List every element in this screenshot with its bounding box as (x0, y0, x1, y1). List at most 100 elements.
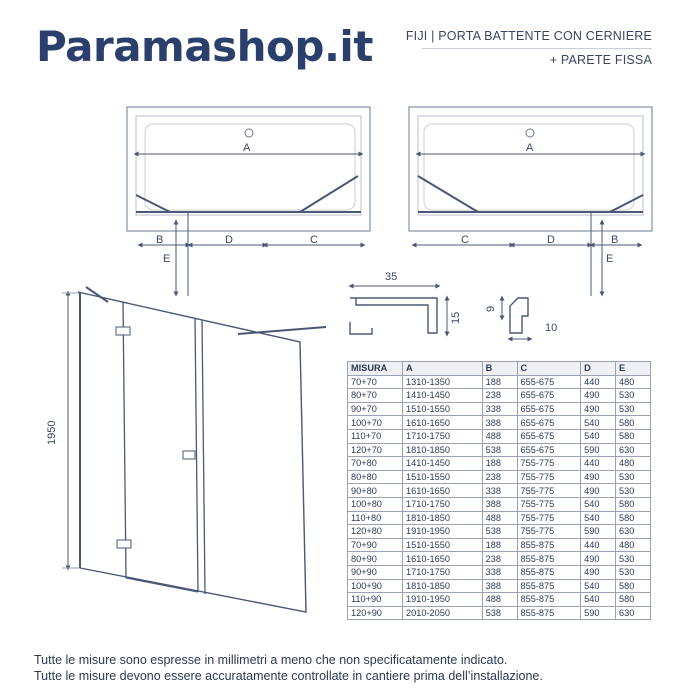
table-cell: 1510-1550 (402, 537, 483, 553)
product-title-line1: FIJI | PORTA BATTENTE CON CERNIERE (405, 29, 652, 43)
table-cell: 1910-1950 (402, 592, 483, 607)
table-cell: 1410-1450 (402, 456, 483, 471)
plan-left-label-b: B (156, 234, 163, 246)
table-cell: 80+70 (347, 388, 403, 403)
elevation-door-hinge-edge (122, 301, 127, 579)
table-cell: 120+80 (347, 524, 403, 539)
table-cell: 755-775 (516, 510, 582, 526)
table-cell: 580 (615, 510, 651, 526)
table-cell: 590 (580, 605, 617, 621)
table-cell: 655-675 (516, 415, 582, 430)
table-cell: 120+90 (347, 605, 403, 621)
table-header-row: MISURA A B C D E (347, 361, 651, 376)
table-cell: 1510-1550 (402, 469, 483, 485)
table-header-e: E (615, 361, 651, 376)
elevation-top-hinge-icon (115, 326, 131, 336)
table-cell: 630 (615, 442, 651, 458)
profile-large-height-label: 15 (450, 312, 462, 324)
table-cell: 1910-1950 (402, 524, 483, 539)
plan-right-label-b: B (611, 234, 618, 246)
plan-left-outer-wall (126, 106, 371, 232)
table-cell: 188 (481, 374, 518, 390)
plan-right-drain-icon (525, 128, 535, 138)
table-cell: 540 (580, 510, 617, 526)
plan-left-fixed-arm (299, 175, 359, 213)
plan-left-drain-area (144, 123, 356, 211)
footnote-line2: Tutte le misure devono essere accuratame… (34, 669, 543, 683)
footnote: Tutte le misure sono espresse in millime… (34, 652, 543, 684)
table-cell: 490 (580, 483, 617, 498)
plan-right-fixed-arm (417, 175, 479, 213)
table-cell: 238 (481, 551, 518, 566)
table-cell: 1610-1650 (402, 483, 483, 498)
plan-right-label-e: E (606, 253, 613, 265)
table-cell: 480 (615, 374, 651, 390)
product-title: FIJI | PORTA BATTENTE CON CERNIERE + PAR… (406, 26, 652, 71)
table-cell: 388 (481, 496, 518, 512)
table-header-misura: MISURA (347, 361, 403, 376)
table-cell: 1810-1850 (402, 578, 483, 594)
table-cell: 580 (615, 592, 651, 607)
table-cell: 540 (580, 496, 617, 512)
table-cell: 855-875 (516, 537, 582, 553)
elevation-door-handle-icon (182, 450, 196, 460)
table-cell: 388 (481, 415, 518, 430)
table-cell: 655-675 (516, 401, 582, 417)
plan-left-label-d: D (225, 234, 233, 246)
plan-right-label-c: C (461, 234, 469, 246)
table-cell: 755-775 (516, 469, 582, 485)
table-cell: 90+90 (347, 564, 403, 580)
table-cell: 530 (615, 388, 651, 403)
elevation-door-closing-edge (194, 317, 199, 593)
table-cell: 110+70 (347, 428, 403, 444)
product-title-line2: + PARETE FISSA (549, 53, 652, 67)
table-cell: 530 (615, 401, 651, 417)
table-cell: 100+80 (347, 496, 403, 512)
table-cell: 1710-1750 (402, 564, 483, 580)
table-cell: 80+90 (347, 551, 403, 566)
profile-small-shape (509, 297, 529, 334)
footnote-line1: Tutte le misure sono espresse in millime… (34, 653, 508, 667)
table-cell: 70+70 (347, 374, 403, 390)
table-cell: 120+70 (347, 442, 403, 458)
table-cell: 440 (580, 374, 617, 390)
table-cell: 1710-1750 (402, 496, 483, 512)
title-divider (422, 48, 652, 49)
table-cell: 855-875 (516, 564, 582, 580)
table-cell: 490 (580, 469, 617, 485)
table-cell: 590 (580, 524, 617, 539)
profile-small-width-label: 10 (545, 322, 557, 334)
table-cell: 655-675 (516, 374, 582, 390)
plan-right-door-leaf (609, 194, 644, 213)
plan-left-label-a: A (243, 142, 251, 154)
plan-right-outer-wall (408, 106, 653, 232)
table-cell: 530 (615, 483, 651, 498)
profile-section-small (499, 295, 533, 342)
table-cell: 855-875 (516, 605, 582, 621)
table-cell: 1810-1850 (402, 510, 483, 526)
table-cell: 1810-1850 (402, 442, 483, 458)
table-cell: 1410-1450 (402, 388, 483, 403)
table-cell: 110+90 (347, 592, 403, 607)
table-cell: 110+80 (347, 510, 403, 526)
plan-left-drain-icon (244, 128, 254, 138)
table-cell: 1710-1750 (402, 428, 483, 444)
brand-logo: Paramashop.it (36, 22, 373, 71)
table-cell: 538 (481, 442, 518, 458)
table-cell: 480 (615, 537, 651, 553)
table-cell: 540 (580, 592, 617, 607)
plan-left-inner-tray (135, 115, 362, 216)
table-cell: 755-775 (516, 483, 582, 498)
table-cell: 655-675 (516, 428, 582, 444)
table-cell: 855-875 (516, 592, 582, 607)
table-cell: 1610-1650 (402, 415, 483, 430)
